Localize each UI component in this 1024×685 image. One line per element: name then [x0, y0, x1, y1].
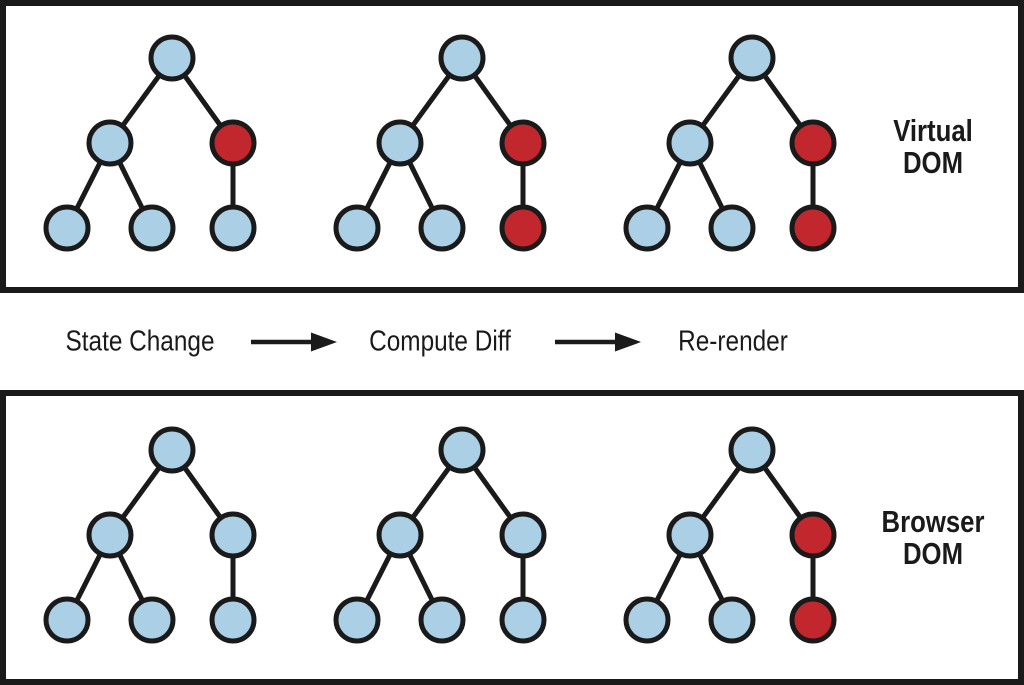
- tree-node-blue: [86, 511, 134, 559]
- arrow-right-icon: [555, 332, 641, 351]
- tree-node-blue: [666, 119, 714, 167]
- tree-node-blue: [728, 426, 776, 474]
- tree-node-blue: [148, 34, 196, 82]
- panel-label-browser-dom: Browser DOM: [881, 503, 985, 571]
- tree-node-blue: [128, 596, 176, 644]
- panel-label-virtual-dom: Virtual DOM: [893, 112, 973, 180]
- tree-node-blue: [333, 204, 381, 252]
- tree-node-blue: [666, 511, 714, 559]
- flow-step-compute-diff: Compute Diff: [369, 325, 511, 357]
- arrow-right-icon: [251, 332, 337, 351]
- tree-node-blue: [438, 426, 486, 474]
- dom-tree: [623, 426, 837, 644]
- tree-node-blue: [499, 511, 547, 559]
- flow-step-re-render: Re-render: [678, 325, 788, 357]
- browser-dom-panel: Browser DOM: [0, 390, 1024, 685]
- tree-node-blue: [43, 596, 91, 644]
- tree-node-blue: [728, 34, 776, 82]
- tree-node-blue: [209, 511, 257, 559]
- tree-node-red: [209, 119, 257, 167]
- dom-tree: [43, 34, 257, 252]
- tree-node-blue: [438, 34, 486, 82]
- tree-node-red: [789, 596, 837, 644]
- dom-tree: [333, 34, 547, 252]
- tree-node-red: [789, 511, 837, 559]
- tree-node-blue: [148, 426, 196, 474]
- dom-tree: [43, 426, 257, 644]
- tree-node-blue: [708, 596, 756, 644]
- tree-node-red: [789, 119, 837, 167]
- tree-node-blue: [43, 204, 91, 252]
- tree-node-red: [499, 204, 547, 252]
- tree-node-blue: [86, 119, 134, 167]
- tree-node-blue: [333, 596, 381, 644]
- tree-node-blue: [623, 596, 671, 644]
- tree-node-blue: [209, 596, 257, 644]
- tree-node-blue: [209, 204, 257, 252]
- tree-node-blue: [418, 204, 466, 252]
- flow-row: State Change Compute Diff Re-render: [0, 293, 1024, 390]
- flow-step-state-change: State Change: [65, 325, 215, 357]
- tree-node-red: [789, 204, 837, 252]
- dom-tree: [623, 34, 837, 252]
- tree-node-blue: [376, 511, 424, 559]
- tree-node-blue: [376, 119, 424, 167]
- tree-node-blue: [418, 596, 466, 644]
- tree-node-red: [499, 119, 547, 167]
- tree-node-blue: [499, 596, 547, 644]
- virtual-dom-panel: Virtual DOM: [0, 0, 1024, 293]
- tree-node-blue: [708, 204, 756, 252]
- tree-node-blue: [623, 204, 671, 252]
- tree-node-blue: [128, 204, 176, 252]
- dom-tree: [333, 426, 547, 644]
